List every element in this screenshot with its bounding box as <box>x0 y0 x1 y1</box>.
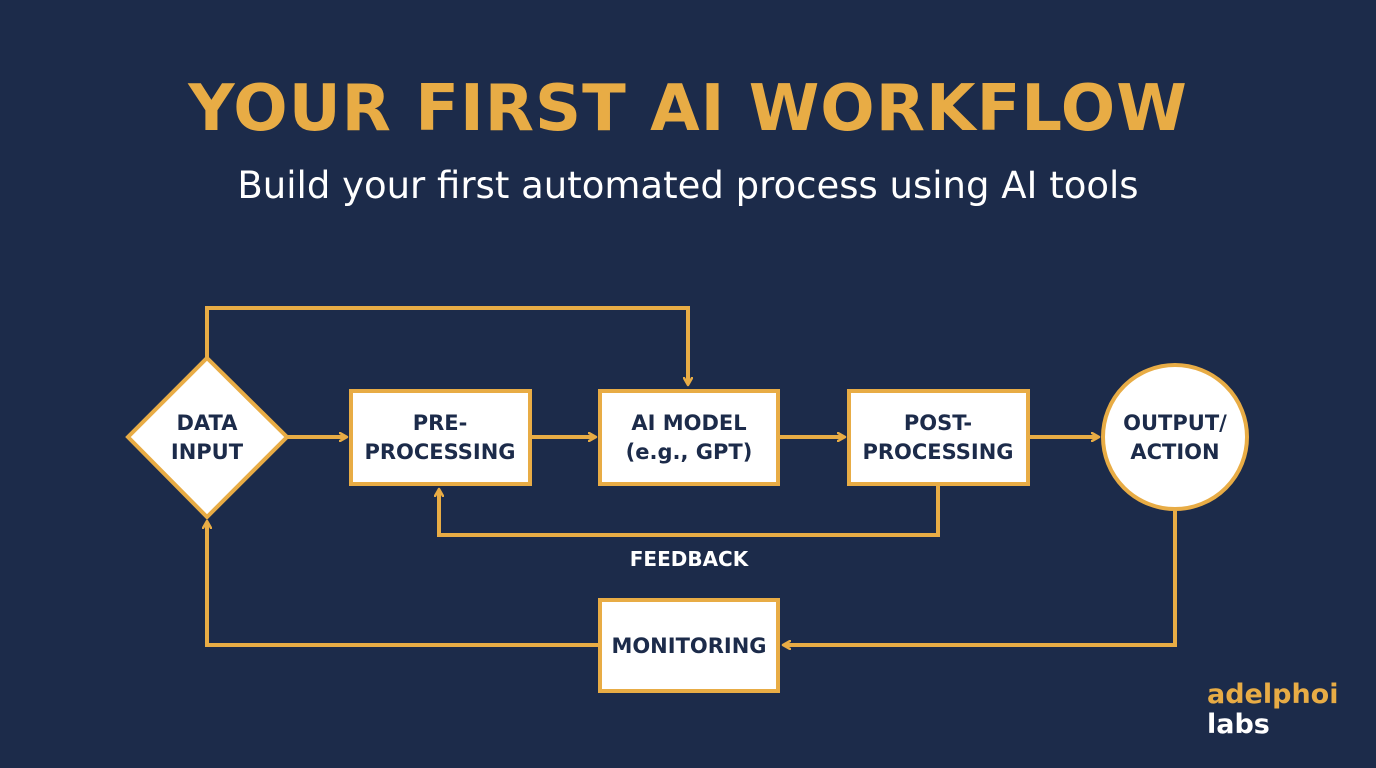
node-ai-model-line2: (e.g., GPT) <box>626 440 753 464</box>
logo-line2: labs <box>1207 709 1270 740</box>
node-post-processing: POST- PROCESSING <box>847 389 1030 486</box>
node-data-input-line2: INPUT <box>171 440 244 464</box>
node-post-processing-line1: POST- <box>904 411 972 435</box>
node-output-action: OUTPUT/ ACTION <box>1101 363 1249 511</box>
node-output-action-line1: OUTPUT/ <box>1123 411 1227 435</box>
node-monitoring-label: MONITORING <box>611 634 766 658</box>
node-ai-model: AI MODEL (e.g., GPT) <box>598 389 780 486</box>
node-post-processing-line2: PROCESSING <box>862 440 1013 464</box>
logo-line1: adelphoi <box>1207 679 1339 710</box>
edge-monitoring-to-input <box>207 522 600 647</box>
node-monitoring: MONITORING <box>598 598 780 693</box>
node-pre-processing-line1: PRE- <box>413 411 468 435</box>
edge-input-to-ai-model <box>205 306 688 384</box>
page-title: YOUR FIRST AI WORKFLOW <box>188 72 1188 146</box>
node-pre-processing-line2: PROCESSING <box>364 440 515 464</box>
edge-output-to-monitoring <box>784 510 1177 645</box>
node-output-action-line2: ACTION <box>1130 440 1219 464</box>
node-data-input-line1: DATA <box>176 411 238 435</box>
brand-logo: adelphoi labs <box>1207 680 1338 740</box>
node-data-input: DATA INPUT <box>125 355 290 520</box>
edge-feedback-loop <box>439 485 940 537</box>
feedback-label: FEEDBACK <box>630 547 750 571</box>
node-ai-model-line1: AI MODEL <box>631 411 746 435</box>
page-subtitle: Build your first automated process using… <box>237 164 1139 207</box>
node-pre-processing: PRE- PROCESSING <box>349 389 532 486</box>
